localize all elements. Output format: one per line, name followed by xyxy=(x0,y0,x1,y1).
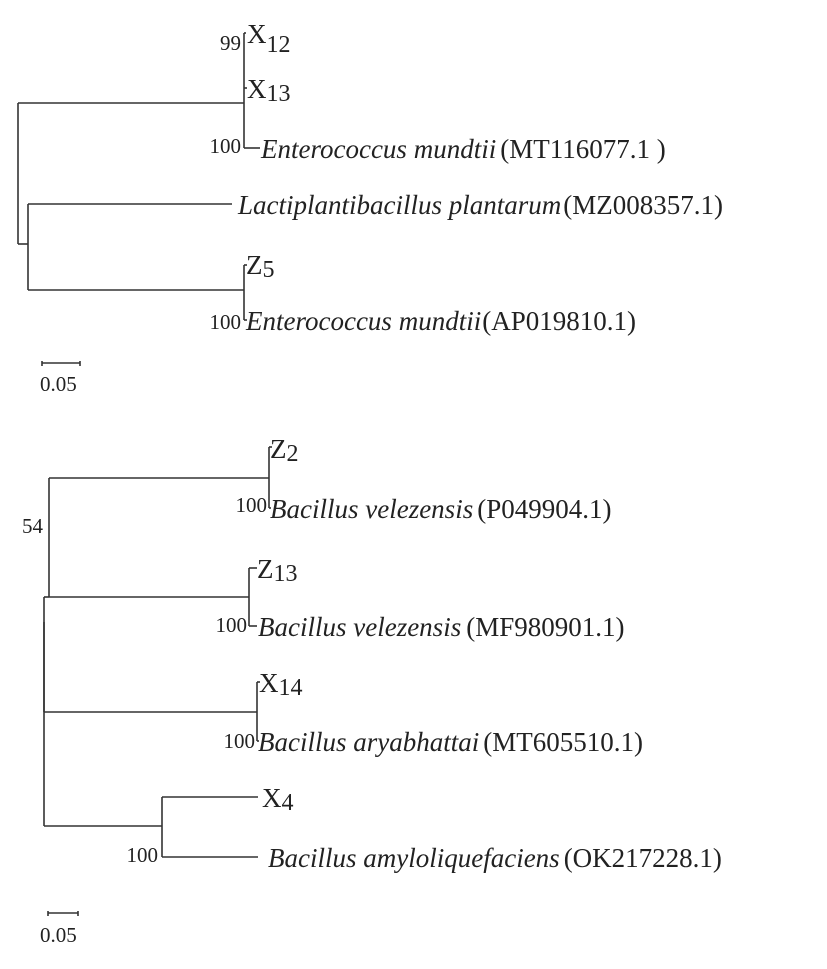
bottom-tree: 54 100 100 100 100 Z2 Bacillus velezensi… xyxy=(22,434,722,947)
top-tree-support-99: 99 xyxy=(220,31,241,55)
taxon-bacillus-velezensis-mf980901: Bacillus velezensis(MF980901.1) xyxy=(258,612,624,642)
top-scale-bar: 0.05 xyxy=(40,361,81,396)
bottom-tree-support-100-x14: 100 xyxy=(224,729,256,753)
taxon-bacillus-aryabhattai-mt605510: Bacillus aryabhattai(MT605510.1) xyxy=(258,727,643,757)
top-tree-support-100-ap: 100 xyxy=(210,310,242,334)
taxon-x4: X4 xyxy=(262,783,294,816)
top-tree: 99 100 100 X12 X13 Enterococcus mundtii(… xyxy=(17,19,723,396)
taxon-x13: X13 xyxy=(247,74,291,107)
taxon-lactiplantibacillus-plantarum: Lactiplantibacillus plantarum(MZ008357.1… xyxy=(237,190,723,220)
taxon-z13: Z13 xyxy=(257,554,298,587)
top-scale-label: 0.05 xyxy=(40,372,77,396)
taxon-enterococcus-mundtii-ap019810: Enterococcus mundtii(AP019810.1) xyxy=(245,306,636,336)
bottom-scale-label: 0.05 xyxy=(40,923,77,947)
bottom-tree-support-100-x4: 100 xyxy=(127,843,159,867)
top-tree-support-100-mt: 100 xyxy=(210,134,242,158)
bottom-tree-support-54: 54 xyxy=(22,514,44,538)
taxon-x12: X12 xyxy=(247,19,291,58)
taxon-bacillus-velezensis-p049904: Bacillus velezensis(P049904.1) xyxy=(270,494,611,524)
taxon-bacillus-amyloliquefaciens-ok217228: Bacillus amyloliquefaciens(OK217228.1) xyxy=(268,843,722,873)
taxon-z5: Z5 xyxy=(246,250,275,283)
taxon-z2: Z2 xyxy=(270,434,299,467)
bottom-tree-support-100-z2: 100 xyxy=(236,493,268,517)
taxon-x14: X14 xyxy=(259,668,303,701)
bottom-scale-bar: 0.05 xyxy=(40,911,79,947)
taxon-enterococcus-mundtii-mt116077: Enterococcus mundtii(MT116077.1 ) xyxy=(260,134,666,164)
bottom-tree-support-100-z13: 100 xyxy=(216,613,248,637)
